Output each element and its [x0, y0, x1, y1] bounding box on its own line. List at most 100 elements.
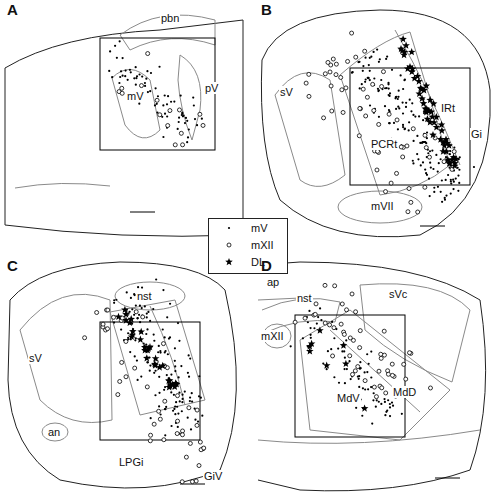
dot-marker	[458, 169, 460, 171]
dot-marker	[457, 174, 459, 176]
dot-marker	[177, 413, 179, 415]
dot-marker	[109, 50, 111, 52]
dot-marker	[344, 382, 346, 384]
dot-marker	[412, 114, 414, 116]
dot-marker	[160, 413, 162, 415]
star-marker	[129, 331, 137, 338]
dot-marker	[180, 94, 182, 96]
circle-marker	[195, 408, 199, 412]
circle-marker	[350, 292, 354, 296]
circle-marker	[227, 243, 231, 247]
dot-marker	[344, 357, 346, 359]
dot-marker	[131, 308, 133, 310]
star-marker	[399, 35, 407, 42]
star-marker	[409, 65, 417, 72]
dot-marker	[320, 319, 322, 321]
legend: mVmXIIDL	[208, 218, 288, 274]
circle-marker	[329, 84, 333, 88]
panel-letter: C	[6, 260, 19, 272]
circle-marker	[161, 342, 165, 346]
dot-marker	[389, 403, 391, 405]
dot-marker	[180, 365, 182, 367]
dot-marker	[308, 310, 310, 312]
dot-marker	[370, 386, 372, 388]
dot-marker	[174, 347, 176, 349]
dot-marker	[147, 361, 149, 363]
dot-marker	[352, 71, 354, 73]
dot-marker	[313, 327, 315, 329]
dot-marker	[194, 419, 196, 421]
dot-marker	[135, 66, 137, 68]
dot-marker	[188, 128, 190, 130]
dot-marker	[114, 45, 116, 47]
dot-marker	[402, 124, 404, 126]
circle-marker	[83, 336, 87, 340]
dot-marker	[400, 74, 402, 76]
dot-marker	[453, 146, 455, 148]
circle-marker	[133, 366, 137, 370]
dot-marker	[385, 58, 387, 60]
dot-marker	[118, 82, 120, 84]
dot-marker	[175, 401, 177, 403]
dot-marker	[326, 368, 328, 370]
circle-marker	[175, 432, 179, 436]
dot-marker	[170, 391, 172, 393]
dot-marker	[164, 408, 166, 410]
dot-marker	[437, 170, 439, 172]
dot-marker	[124, 70, 126, 72]
region-label: Gi	[470, 128, 483, 140]
dot-marker	[191, 400, 193, 402]
circle-marker	[346, 59, 350, 63]
dot-marker	[139, 321, 141, 323]
legend-row: DL	[209, 254, 287, 270]
star-marker	[411, 74, 419, 81]
dot-marker	[389, 415, 391, 417]
star-marker	[423, 82, 431, 89]
circle-marker	[351, 372, 355, 376]
circle-marker	[141, 315, 145, 319]
region-label: ap	[266, 276, 280, 288]
star-marker	[122, 311, 130, 318]
circle-marker	[307, 72, 311, 76]
dot-marker	[113, 321, 115, 323]
dot-marker	[149, 90, 151, 92]
circle-marker	[361, 87, 365, 91]
dot-marker	[164, 408, 166, 410]
circle-marker	[155, 98, 159, 102]
circle-marker	[375, 168, 379, 172]
dot-marker	[144, 85, 146, 87]
dot-marker	[136, 317, 138, 319]
star-marker	[425, 107, 433, 114]
dot-marker	[348, 360, 350, 362]
circle-marker	[406, 210, 410, 214]
circle-marker	[146, 52, 150, 56]
dot-marker	[167, 95, 169, 97]
star-marker	[137, 336, 145, 343]
dot-marker	[401, 413, 403, 415]
dot-marker	[445, 179, 447, 181]
dot-marker	[164, 350, 166, 352]
dot-marker	[362, 387, 364, 389]
dot-marker	[387, 83, 389, 85]
circle-marker	[105, 327, 109, 331]
dot-marker	[174, 365, 176, 367]
dot-marker	[369, 70, 371, 72]
dot-marker	[422, 119, 424, 121]
dot-marker	[167, 353, 169, 355]
circle-marker	[158, 113, 162, 117]
circle-marker	[333, 284, 337, 288]
legend-text: mXII	[251, 239, 274, 251]
dot-marker	[150, 417, 152, 419]
circle-marker	[112, 315, 116, 319]
circle-marker	[356, 365, 360, 369]
star-marker	[141, 343, 149, 350]
circle-marker	[363, 379, 367, 383]
dot-marker	[188, 354, 190, 356]
dot-marker	[341, 350, 343, 352]
dot-marker	[397, 106, 399, 108]
dot-marker	[178, 392, 180, 394]
circle-marker	[387, 112, 391, 116]
dot-marker	[141, 286, 143, 288]
dot-marker	[331, 321, 333, 323]
dot-marker	[146, 312, 148, 314]
